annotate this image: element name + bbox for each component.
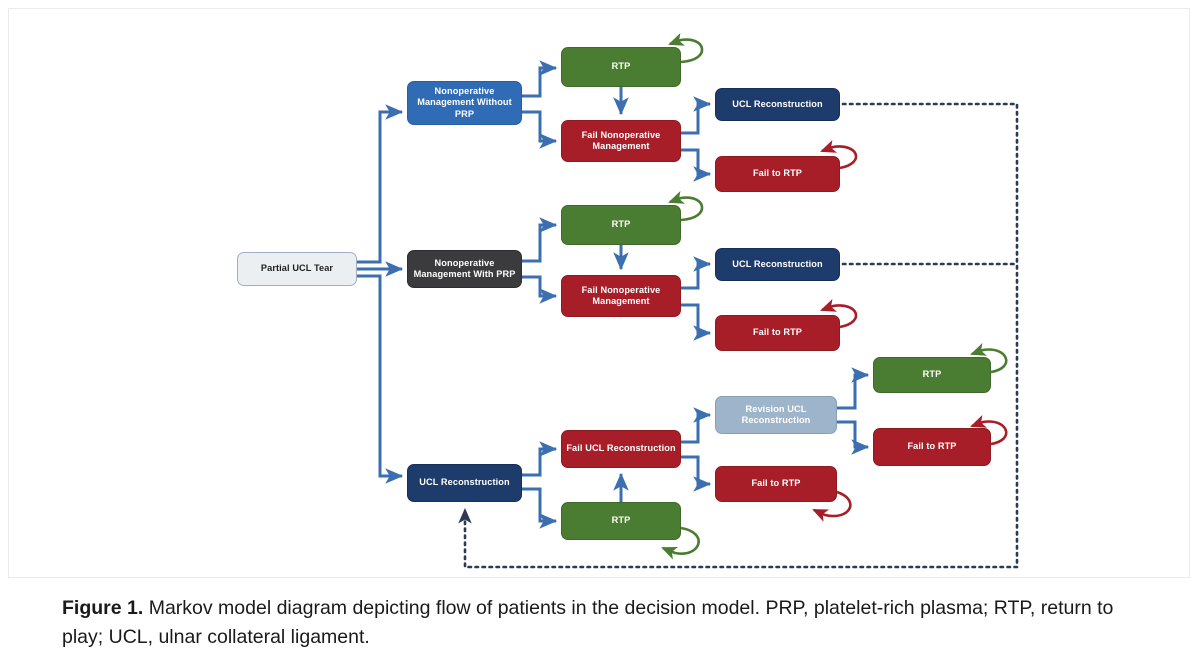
edges-branch-mid — [522, 217, 712, 341]
self-loop-rtp-bottom — [661, 526, 700, 560]
caption-text: Markov model diagram depicting flow of p… — [62, 597, 1114, 649]
node-fail-rtp-mid[interactable]: Fail to RTP — [715, 315, 840, 351]
node-fail-nonop-top[interactable]: Fail Nonoperative Management — [561, 120, 681, 162]
node-partial-ucl-tear[interactable]: Partial UCL Tear — [237, 252, 357, 286]
node-fail-nonop-mid[interactable]: Fail Nonoperative Management — [561, 275, 681, 317]
self-loop-rtp-far-right — [970, 343, 1008, 374]
edge-nonop-mid-to-fail-nonop — [522, 275, 558, 304]
edge-nonop-top-to-fail-nonop — [522, 110, 558, 149]
caption-label: Figure 1. — [62, 597, 144, 619]
node-rtp-far-right[interactable]: RTP — [873, 357, 991, 393]
self-loop-rtp-top — [668, 33, 704, 64]
figure-caption: Figure 1. Markov model diagram depicting… — [62, 594, 1152, 653]
node-ucl-recon-top[interactable]: UCL Reconstruction — [715, 88, 840, 121]
edges-from-partial-tear — [357, 104, 404, 484]
node-nonop-with-prp[interactable]: Nonoperative Management With PRP — [407, 250, 522, 288]
edge-revision-to-fail-rtp-far-right — [837, 420, 870, 455]
node-fail-rtp-top[interactable]: Fail to RTP — [715, 156, 840, 192]
edge-revision-to-rtp-far-right — [837, 367, 870, 410]
node-rtp-mid[interactable]: RTP — [561, 205, 681, 245]
node-fail-ucl-recon[interactable]: Fail UCL Reconstruction — [561, 430, 681, 468]
edge-nonop-top-to-rtp — [522, 60, 558, 98]
dotted-return-paths — [458, 102, 1019, 569]
diagram-canvas — [357, 33, 1019, 569]
node-fail-rtp-far-right[interactable]: Fail to RTP — [873, 428, 991, 466]
self-loop-rtp-mid — [668, 191, 704, 222]
node-fail-rtp-bottom-left[interactable]: Fail to RTP — [715, 466, 837, 502]
self-loops-green — [661, 33, 1008, 560]
self-loops-red — [812, 140, 1008, 522]
node-rtp-bottom[interactable]: RTP — [561, 502, 681, 540]
edge-fail-nonop-mid-to-fail-rtp — [681, 303, 712, 341]
edge-ucl-recon-to-rtp-bottom — [522, 487, 558, 529]
self-loop-fail-rtp-mid — [820, 299, 858, 329]
edges-branch-bottom — [522, 367, 870, 529]
self-loop-fail-rtp-top — [820, 140, 858, 170]
self-loop-fail-rtp-bottom-left — [812, 490, 852, 522]
edge-fail-nonop-top-to-fail-rtp — [681, 148, 712, 182]
edge-fail-nonop-top-to-ucl-recon — [681, 96, 712, 135]
self-loop-fail-rtp-far-right — [970, 415, 1008, 446]
edge-tear-to-ucl-recon-bottom — [357, 274, 404, 484]
node-rtp-top[interactable]: RTP — [561, 47, 681, 87]
edge-nonop-mid-to-rtp — [522, 217, 558, 263]
edge-tear-to-nonop-without-prp — [357, 104, 404, 264]
edge-ucl-recon-to-fail-ucl-recon — [522, 441, 558, 477]
edge-fail-ucl-recon-to-fail-rtp — [681, 455, 712, 492]
dotted-edge-ucl-recon-top-return — [458, 102, 1019, 569]
node-nonop-without-prp[interactable]: Nonoperative Management Without PRP — [407, 81, 522, 125]
node-ucl-recon-mid[interactable]: UCL Reconstruction — [715, 248, 840, 281]
edge-fail-ucl-recon-to-revision — [681, 407, 712, 444]
edges-branch-top — [522, 60, 712, 182]
node-ucl-recon-bottom[interactable]: UCL Reconstruction — [407, 464, 522, 502]
node-revision-ucl-recon[interactable]: Revision UCL Reconstruction — [715, 396, 837, 434]
edge-fail-nonop-mid-to-ucl-recon — [681, 256, 712, 290]
